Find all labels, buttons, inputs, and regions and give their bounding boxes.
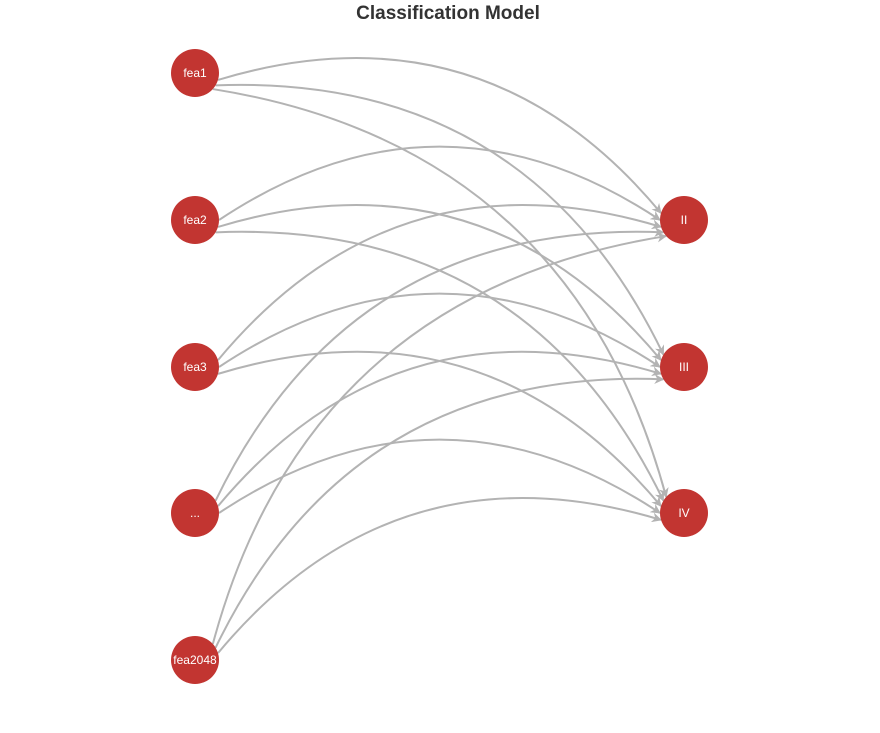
node-IV-circle — [660, 489, 708, 537]
edge-fea2-to-III — [217, 204, 662, 361]
node-fea2-label: fea2 — [183, 213, 207, 227]
node-III-label: III — [679, 360, 689, 374]
diagram-title: Classification Model — [356, 3, 540, 24]
node-fea2[interactable]: fea2 — [171, 196, 219, 244]
node-fea1[interactable]: fea1 — [171, 49, 219, 97]
edge-ellipsis-to-IV — [218, 438, 661, 514]
edge-fea3-to-IV — [217, 350, 662, 507]
edge-fea2048-to-II — [211, 232, 668, 645]
edge-ellipsis-to-II — [214, 226, 665, 502]
node-fea3-circle — [171, 343, 219, 391]
node-ellipsis[interactable]: ... — [171, 489, 219, 537]
node-fea2048-circle — [171, 636, 219, 684]
edge-fea2048-to-III — [214, 373, 665, 649]
node-fea2-circle — [171, 196, 219, 244]
edge-fea3-to-II — [217, 204, 662, 361]
node-III-circle — [660, 343, 708, 391]
node-fea2048[interactable]: fea2048 — [171, 636, 219, 684]
node-ellipsis-label: ... — [190, 506, 200, 520]
edge-ellipsis-to-III — [217, 350, 662, 507]
node-fea1-circle — [171, 49, 219, 97]
edge-fea1-to-III — [215, 83, 665, 356]
node-IV-label: IV — [678, 506, 689, 520]
edge-fea2-to-II — [218, 145, 661, 221]
node-II[interactable]: II — [660, 196, 708, 244]
edge-fea2-to-IV — [215, 230, 665, 502]
node-fea2048-label: fea2048 — [173, 653, 217, 667]
node-II-label: II — [681, 213, 688, 227]
edge-fea3-to-III — [218, 292, 661, 368]
edge-fea2048-to-IV — [217, 497, 662, 654]
edge-fea1-to-II — [217, 57, 662, 214]
node-fea3[interactable]: fea3 — [171, 343, 219, 391]
node-IV[interactable]: IV — [660, 489, 708, 537]
node-fea1-label: fea1 — [183, 66, 207, 80]
node-ellipsis-circle — [171, 489, 219, 537]
node-III[interactable]: III — [660, 343, 708, 391]
node-fea3-label: fea3 — [183, 360, 207, 374]
edges-layer — [211, 57, 669, 654]
node-II-circle — [660, 196, 708, 244]
edge-fea1-to-IV — [212, 88, 669, 498]
